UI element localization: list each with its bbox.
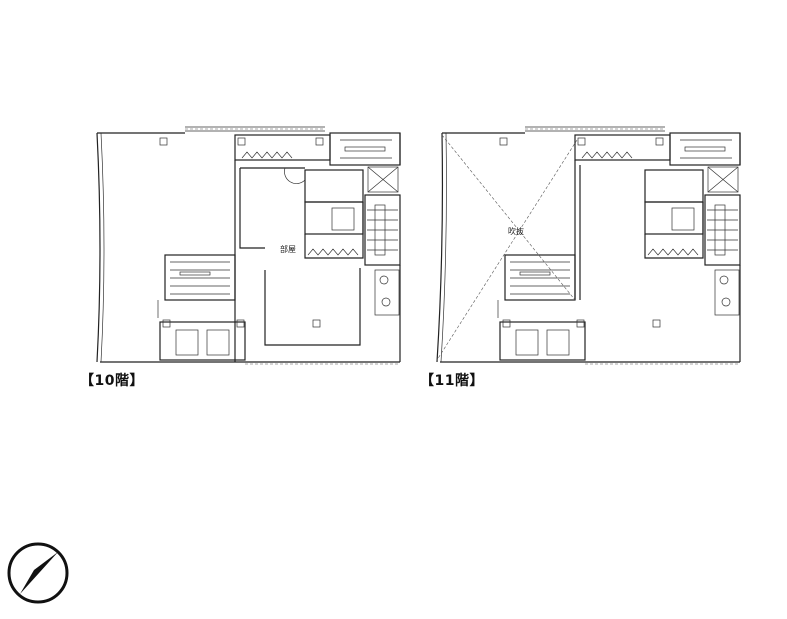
- floor-plan-10f: [96, 126, 401, 365]
- floor-label-10f: 【10階】: [80, 373, 144, 389]
- void-label-11f: 吹抜: [508, 226, 524, 236]
- room-label-10f: 部屋: [280, 244, 296, 254]
- floor-label-11f: 【11階】: [420, 373, 484, 389]
- north-arrow-icon: [7, 542, 69, 604]
- floor-plan-11f: [436, 126, 741, 365]
